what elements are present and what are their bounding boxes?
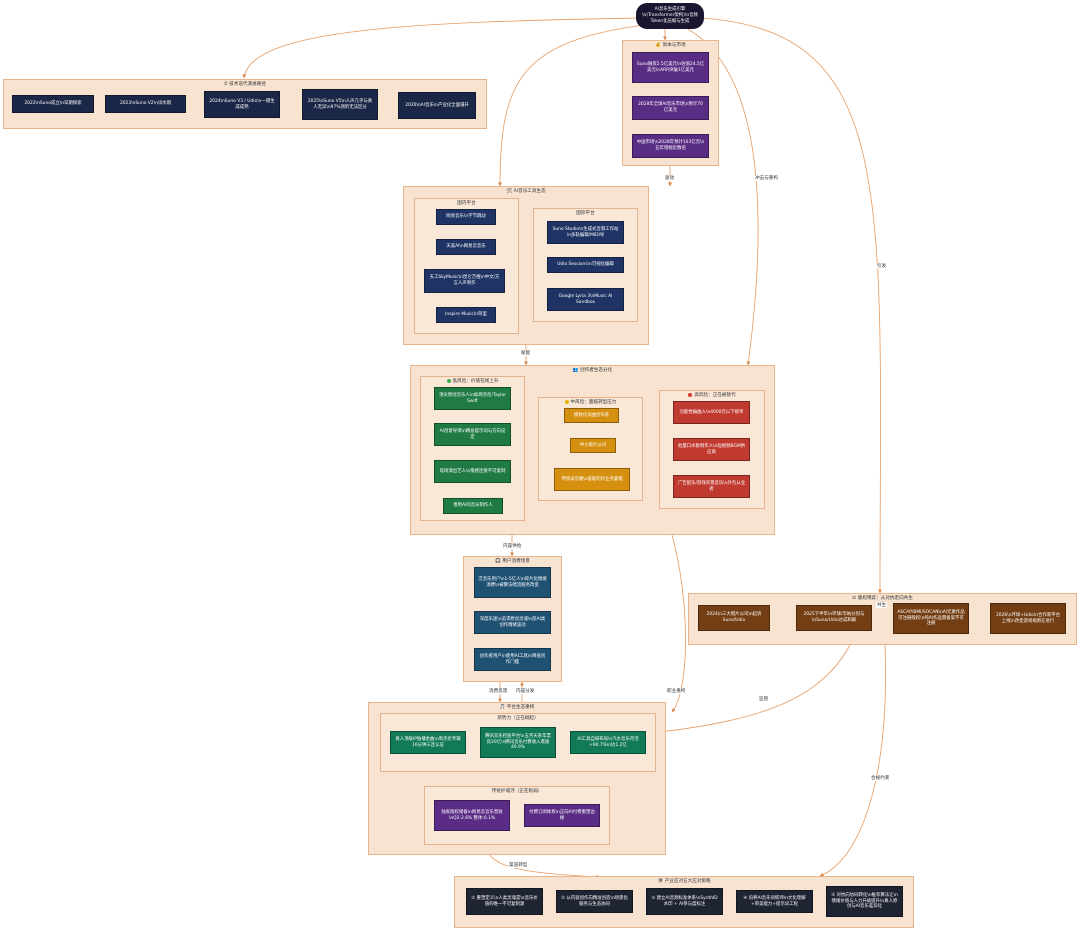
- market-node-1[interactable]: Suno融资2.5亿美元\n估值24.5亿美元\nARR突破1亿美元: [632, 52, 709, 83]
- timeline-node-2[interactable]: 2023\nSuno V2\n试水期: [105, 95, 186, 113]
- subcluster-title: 高风险：正在被替代: [694, 393, 736, 398]
- domestic-node-4[interactable]: Inspire Music\n阿里: [436, 307, 496, 323]
- timeline-node-5[interactable]: 2026\nAI音乐\n产业化全面铺开: [398, 92, 476, 119]
- legal-node-2[interactable]: 2025下半年\n环球/华纳分别与\nSuno/Udio达成和解: [796, 605, 872, 631]
- edge-root-timeline: [242, 17, 641, 79]
- legal-node-3[interactable]: ASCAP/BMI/SOCAN\nAI元素作品可注册版权\n纯AI作品需备案不可…: [893, 603, 969, 634]
- foreign-node-1[interactable]: Suno Studio\n生成式音频工作站\n多轨编辑/MIDI导: [547, 221, 624, 244]
- edge-platform-response: [489, 854, 601, 879]
- edge-root-legal: [699, 17, 883, 594]
- edge-legal-response: [819, 644, 886, 877]
- subcluster-title: 国际平台: [576, 211, 595, 216]
- timeline-node-1[interactable]: 2022\nSuno成立\n早期探索: [12, 95, 94, 113]
- user-node-2[interactable]: 深度乐迷\n追求原创灵魂\n反AI类创作情绪波动: [474, 611, 551, 634]
- edge-label-drive: 驱动: [664, 175, 676, 181]
- newforce-node-3[interactable]: AI工具自研布局\n汽水音乐月活+90.7%\n达1.2亿: [570, 731, 646, 754]
- user-node-1[interactable]: 泛音乐用户\n1-5亿人\n碎片化情绪消费\n被算法喂流服务改变: [474, 567, 551, 598]
- market-node-3[interactable]: 中国市场\n2028年预计103亿元\n五年增幅近数倍: [632, 134, 709, 158]
- low-node-4[interactable]: 善用AI的音乐制作人: [443, 498, 503, 514]
- root-node[interactable]: AI音乐生成引擎\n(Transformer架构)\n音频Token化压缩与生成: [636, 3, 704, 29]
- edge-legal-platform: [659, 644, 851, 734]
- edge-label-coexist: 共生: [876, 602, 888, 608]
- timeline-node-3[interactable]: 2024\nSuno V3 / Udio\n一键生成成熟: [204, 91, 280, 118]
- newforce-node-1[interactable]: 真人顶级IP独播金曲\n周杰伦专辑16分钟三连认证: [390, 731, 466, 754]
- legacy-node-1[interactable]: 独家版权储备\n网易云音乐营收\nQ2-2.6% 整体-0.1%: [434, 800, 510, 831]
- yellow-status-icon: [564, 399, 569, 404]
- edge-label-transform: 渠道转型: [508, 862, 529, 868]
- timeline-node-4[interactable]: 2025\nSuno V5\n人声几乎与真人无异\n97%测听无法区分: [302, 89, 378, 120]
- domestic-node-2[interactable]: 天美AI\n网易云音乐: [436, 239, 496, 255]
- response-node-1[interactable]: ① 重塑定义\n人类灵魂是\n音乐价值的唯一不可复制源: [466, 888, 543, 915]
- domestic-node-1[interactable]: 网易音乐\n字节跳动: [436, 209, 496, 225]
- edge-label-supply: 内容分发: [515, 688, 536, 694]
- subcluster-title: 新势力（正在崛起）: [497, 716, 539, 721]
- foreign-node-3[interactable]: Google Lyria 3\nMusic AI Sandbox: [547, 288, 624, 311]
- high-node-3[interactable]: 广告配乐/游戏背景音乐\n外包从业者: [673, 475, 750, 498]
- low-node-1[interactable]: 顶尖原创音乐人\n如周杰伦/Taylor Swift: [434, 387, 511, 410]
- user-node-3[interactable]: 创作者用户\n使用AI工具\n降低创作门槛: [474, 648, 551, 671]
- foreign-node-2[interactable]: Udio Sessions\n可视化编辑: [547, 257, 624, 273]
- cluster-title: ⏱ 技术迭代演进路径: [224, 82, 266, 87]
- newforce-node-2[interactable]: 腾讯音乐控股平台\n五月天系年票房20亿\n腾讯音乐付费收入增速40.9%: [480, 727, 556, 758]
- legal-node-1[interactable]: 2024\n三大唱片公司\n起诉Suno/Udio: [698, 605, 770, 631]
- edge-label-regulate: 监管: [758, 696, 770, 702]
- subcluster-title: 国内平台: [457, 201, 476, 206]
- mid-node-3[interactable]: 传统录音棚\n基础制作业务萎缩: [554, 468, 630, 491]
- edge-label-trigger: 引发: [876, 263, 888, 269]
- mid-node-2[interactable]: 中小版片公司: [570, 438, 616, 453]
- cluster-title: 💰 资本与市场: [655, 43, 686, 48]
- subcluster-title: 传统护城河（正在削弱）: [491, 789, 543, 794]
- mid-node-1[interactable]: 模板化词曲创作者: [564, 408, 619, 423]
- high-node-2[interactable]: 批量口水歌制作人\n短视频BGM供应商: [673, 438, 750, 461]
- edge-label-consume: 消费反馈: [488, 688, 509, 694]
- edge-label-empower: 赋能: [520, 350, 532, 356]
- edge-root-tools: [498, 23, 653, 187]
- market-node-2[interactable]: 2028年全球AI音乐市场\n预计70亿美元: [632, 96, 709, 120]
- cluster-title: 🎧 用户消费场景: [495, 559, 530, 564]
- cluster-title: 🛠 AI音乐工具生态: [506, 189, 546, 194]
- subcluster-title: 低风险：价值在线上升: [452, 379, 499, 384]
- subcluster-title: 中风险：面临转型压力: [570, 400, 617, 405]
- edge-label-shape: 合规约束: [870, 775, 891, 781]
- edge-label-content: 内容供给: [502, 543, 523, 549]
- edge-label-reconstruct: 职业重构: [666, 688, 687, 694]
- domestic-node-3[interactable]: 天工SkyMusic\n昆仑万维\n中文/方言人声制作: [424, 269, 505, 293]
- edge-label-impact: 冲击与重构: [754, 175, 779, 181]
- red-status-icon: [688, 392, 693, 397]
- response-node-5[interactable]: ⑤ 对抗向协同转化\n推荐算法让\n情绪价值与人力升级提升\n真人原创与AI音乐…: [826, 886, 903, 917]
- cluster-title: 🎵 平台生态重构: [499, 705, 535, 710]
- cluster-title: 👥 创作者生态分化: [572, 368, 613, 373]
- edge-creators-platform: [671, 534, 686, 713]
- high-node-1[interactable]: 功能性编曲人\n4000元以下接单: [673, 401, 750, 424]
- response-node-4[interactable]: ④ 培养AI音乐训练师\n文化理解+审美能力+提示词工程: [736, 890, 813, 913]
- response-node-3[interactable]: ③ 建立AI音频标准体系\nSynthID水印 + AI参与度标注: [646, 888, 723, 915]
- cluster-title: ⚖ 版权博弈：从对抗走向共生: [852, 596, 913, 601]
- legacy-node-2[interactable]: 付费订阅体系\n正向AI付费重塑边缘: [524, 804, 600, 827]
- low-node-3[interactable]: 现场演出艺人\n情感连接不可复制: [434, 460, 511, 483]
- cluster-title: 🛡 产业应对五大应对策略: [657, 879, 711, 884]
- legal-node-4[interactable]: 2026\n环球+Udio\n合作新平台上线\n改变游戏规则在进行: [990, 603, 1066, 634]
- low-node-2[interactable]: AI创意导演\n精准提示词与方向设定: [434, 423, 511, 446]
- response-node-2[interactable]: ② 从内容创作向精准创造\n场景化服务与生态协同: [556, 890, 633, 913]
- green-status-icon: [446, 378, 451, 383]
